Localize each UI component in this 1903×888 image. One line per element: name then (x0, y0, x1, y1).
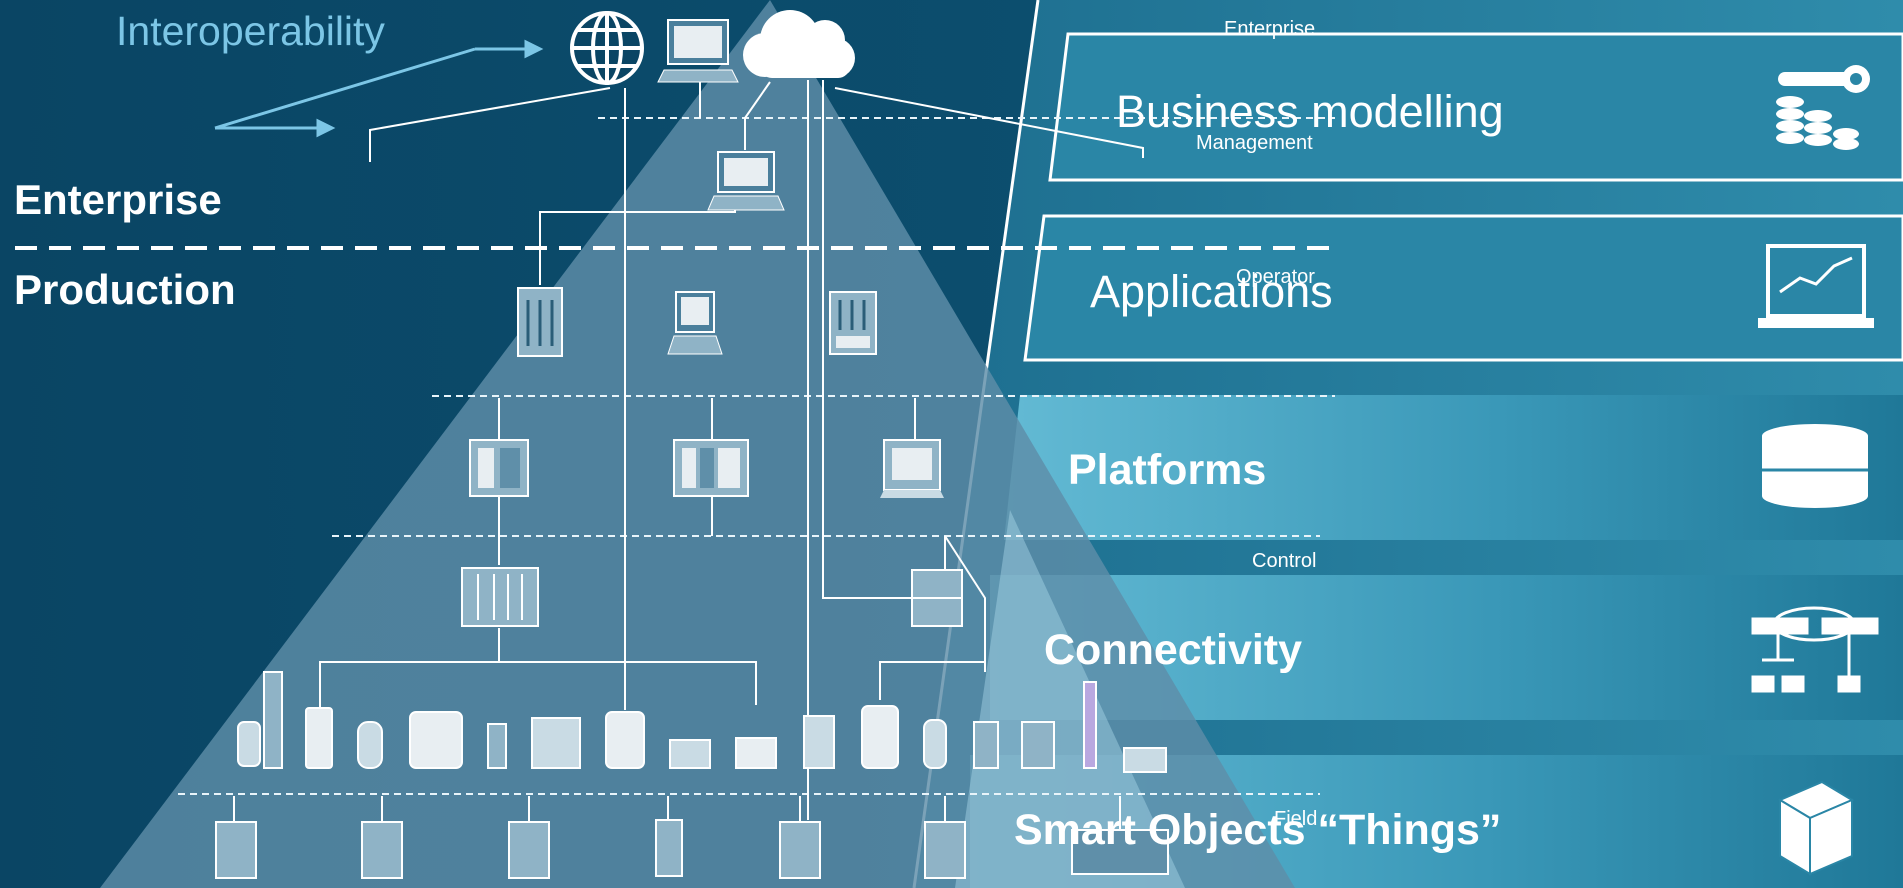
panel-pc-icon (880, 439, 944, 498)
layer-label-things: Smart Objects “Things” (1014, 806, 1502, 854)
network-connections (233, 80, 1144, 830)
plc-icon-1 (469, 439, 529, 497)
plc-modular-icon (461, 567, 539, 627)
controller-rack-icon (829, 291, 877, 355)
layer-label-connectivity: Connectivity (1044, 626, 1303, 674)
production-label: Production (14, 266, 236, 313)
computer-icon (657, 19, 739, 83)
box-icon (1777, 780, 1855, 876)
server-rack-icon (517, 287, 563, 357)
network-icon (1751, 606, 1879, 693)
layer-label-business: Business modelling (1116, 86, 1504, 137)
wrench-coins-icon (1776, 65, 1870, 150)
globe-icon (570, 11, 644, 85)
management-computer-icon (707, 151, 785, 211)
plc-compact-icon (911, 569, 963, 627)
laptop-chart-icon (1758, 244, 1874, 328)
enterprise-label: Enterprise (14, 176, 222, 223)
interoperability-label: Interoperability (116, 8, 385, 54)
level-control-label: Control (1252, 550, 1317, 572)
cloud-icon (743, 10, 855, 78)
interoperability-arrows (214, 39, 544, 138)
layer-band-platforms (1004, 395, 1903, 540)
level-operator-label: Operator (1236, 266, 1315, 288)
layer-band-applications (1023, 214, 1903, 362)
layer-label-applications: Applications (1090, 266, 1333, 317)
sensors-row (215, 819, 1169, 879)
level-enterprise-label: Enterprise (1224, 18, 1316, 40)
level-dividers (178, 117, 1335, 795)
field-devices (237, 671, 1167, 773)
layer-label-platforms: Platforms (1068, 446, 1267, 494)
plc-icon-2 (673, 439, 749, 497)
level-field-label: Field (1274, 808, 1318, 830)
operator-computer-icon (667, 291, 723, 355)
database-icon (1762, 424, 1868, 508)
level-management-label: Management (1196, 132, 1313, 154)
